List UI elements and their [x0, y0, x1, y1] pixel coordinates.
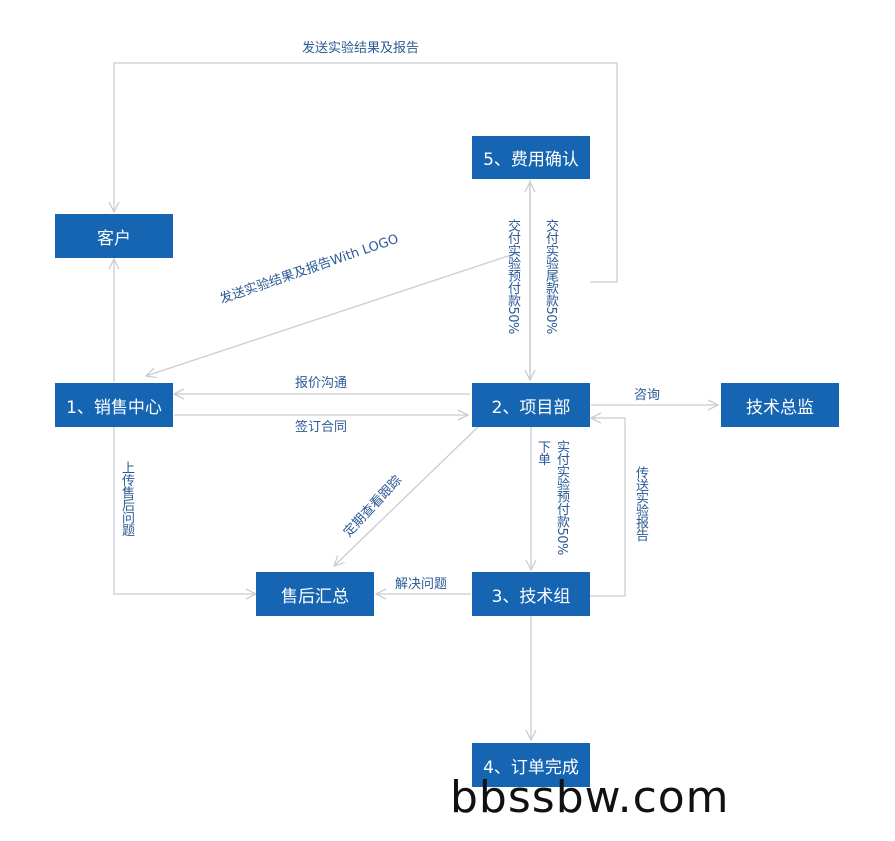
node-sales-center: 1、销售中心 [55, 383, 173, 427]
label-sign-contract: 签订合同 [295, 420, 348, 435]
node-customer: 客户 [55, 214, 173, 258]
node-order-complete-label: 4、订单完成 [483, 757, 579, 778]
label-deliver-final: 交付实验尾款款50% [543, 219, 558, 334]
node-after-sales-label: 售后汇总 [281, 586, 349, 607]
node-sales-center-label: 1、销售中心 [66, 397, 162, 418]
node-fee-confirm-label: 5、费用确认 [483, 150, 579, 170]
node-tech-group: 3、技术组 [472, 572, 590, 616]
watermark-text: bbssbw.com [450, 772, 730, 823]
node-tech-group-label: 3、技术组 [491, 586, 571, 607]
label-resolve-issue: 解决问题 [395, 577, 448, 592]
node-order-complete: 4、订单完成 [472, 743, 590, 787]
label-quote: 报价沟通 [295, 376, 348, 391]
edge-upload-issue [113, 427, 256, 594]
node-tech-director-label: 技术总监 [746, 397, 814, 418]
edge-send-report [114, 62, 618, 283]
label-send-report: 发送实验结果及报告 [302, 41, 420, 56]
edge-transfer-report [590, 418, 626, 597]
node-project-dept-label: 2、项目部 [491, 397, 571, 418]
node-tech-director: 技术总监 [721, 383, 839, 427]
label-upload-issue: 上传售后问题 [119, 461, 134, 536]
node-project-dept: 2、项目部 [472, 383, 590, 427]
label-actual-prepay: 实付实验预付款50% [554, 440, 569, 555]
label-place-order: 下单 [535, 440, 550, 465]
node-after-sales: 售后汇总 [256, 572, 374, 616]
label-transfer-report: 传送实验报告 [633, 466, 648, 541]
node-fee-confirm: 5、费用确认 [472, 136, 590, 179]
node-customer-label: 客户 [97, 228, 131, 249]
edge-periodic-check [334, 426, 479, 566]
label-consult: 咨询 [634, 388, 661, 403]
edge-send-report-logo [146, 251, 521, 376]
label-deliver-prepay: 交付实验预付款50% [505, 219, 520, 334]
